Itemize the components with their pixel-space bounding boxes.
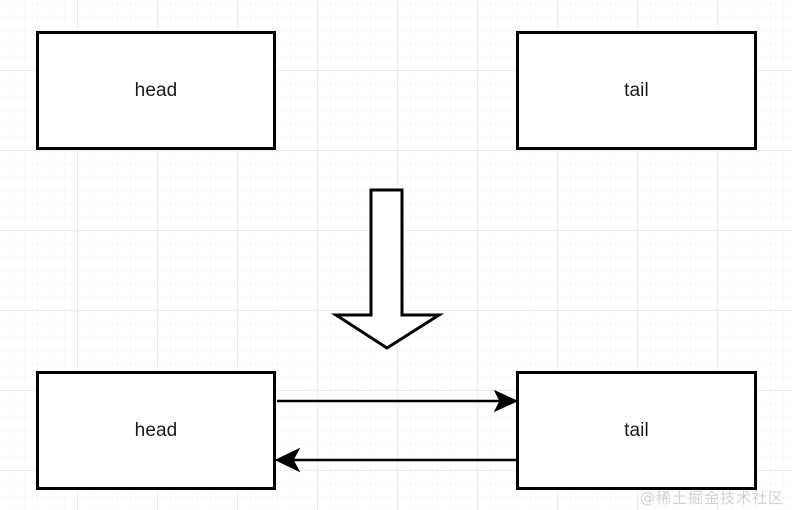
- node-label: head: [134, 80, 178, 101]
- connector-head-to-tail[interactable]: [277, 389, 519, 413]
- arrowhead-right-icon: [493, 389, 519, 413]
- node-tail-before[interactable]: tail: [516, 31, 757, 150]
- node-label: tail: [624, 80, 649, 101]
- down-block-arrow-icon: [330, 188, 445, 350]
- arrowhead-left-icon: [274, 447, 301, 473]
- node-label: head: [134, 420, 178, 441]
- node-label: tail: [624, 420, 649, 441]
- node-head-after[interactable]: head: [36, 371, 276, 490]
- connector-tail-to-head[interactable]: [274, 447, 516, 473]
- node-head-before[interactable]: head: [36, 31, 276, 150]
- watermark: @稀土掘金技术社区: [639, 489, 784, 507]
- node-tail-after[interactable]: tail: [516, 371, 757, 490]
